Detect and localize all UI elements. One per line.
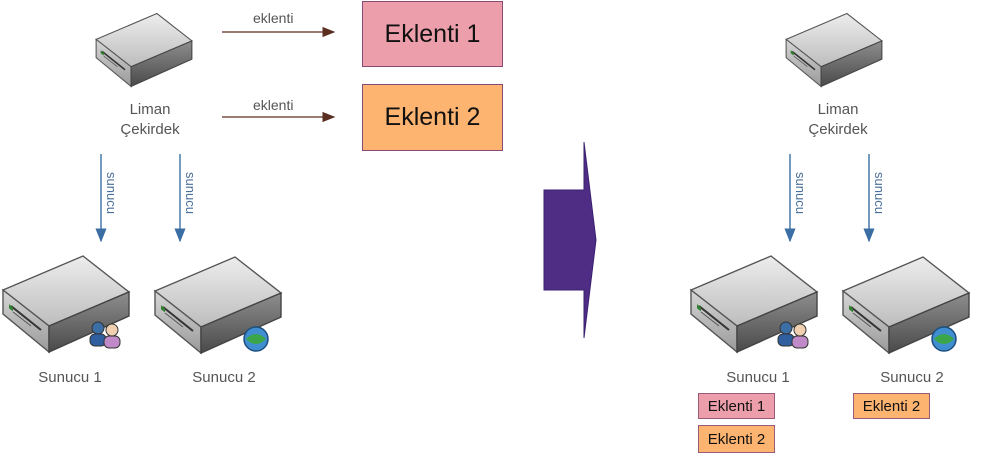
server-label-right-1: Sunucu 1 xyxy=(726,369,790,386)
server-label-2: Sunucu 2 xyxy=(192,369,256,386)
server1-plugin-tag-1: Eklenti 1 xyxy=(698,393,775,419)
plugin-box-1: Eklenti 1 xyxy=(362,1,503,67)
plugin-box-2: Eklenti 2 xyxy=(362,84,503,151)
core-label-right: Liman Çekirdek xyxy=(808,101,868,138)
server-users-icon-right xyxy=(689,254,819,354)
server2-plugin-tag-1: Eklenti 2 xyxy=(853,393,930,419)
server-globe-icon-right xyxy=(841,255,971,355)
serve-label-right-1: sunucu xyxy=(793,172,808,214)
serve-label-left-1: sunucu xyxy=(104,172,119,214)
serve-label-right-2: sunucu xyxy=(872,172,887,214)
edge-label-1: eklenti xyxy=(253,10,294,26)
server1-plugin-tag-2: Eklenti 2 xyxy=(698,425,775,453)
server-globe-icon xyxy=(153,255,283,355)
transform-arrow xyxy=(543,141,597,339)
core-label: Liman Çekirdek xyxy=(120,101,180,138)
server-users-icon xyxy=(1,254,131,354)
edge-label-2: eklenti xyxy=(253,97,294,113)
server-label-1: Sunucu 1 xyxy=(38,369,102,386)
server-label-right-2: Sunucu 2 xyxy=(880,369,944,386)
serve-label-left-2: sunucu xyxy=(183,172,198,214)
